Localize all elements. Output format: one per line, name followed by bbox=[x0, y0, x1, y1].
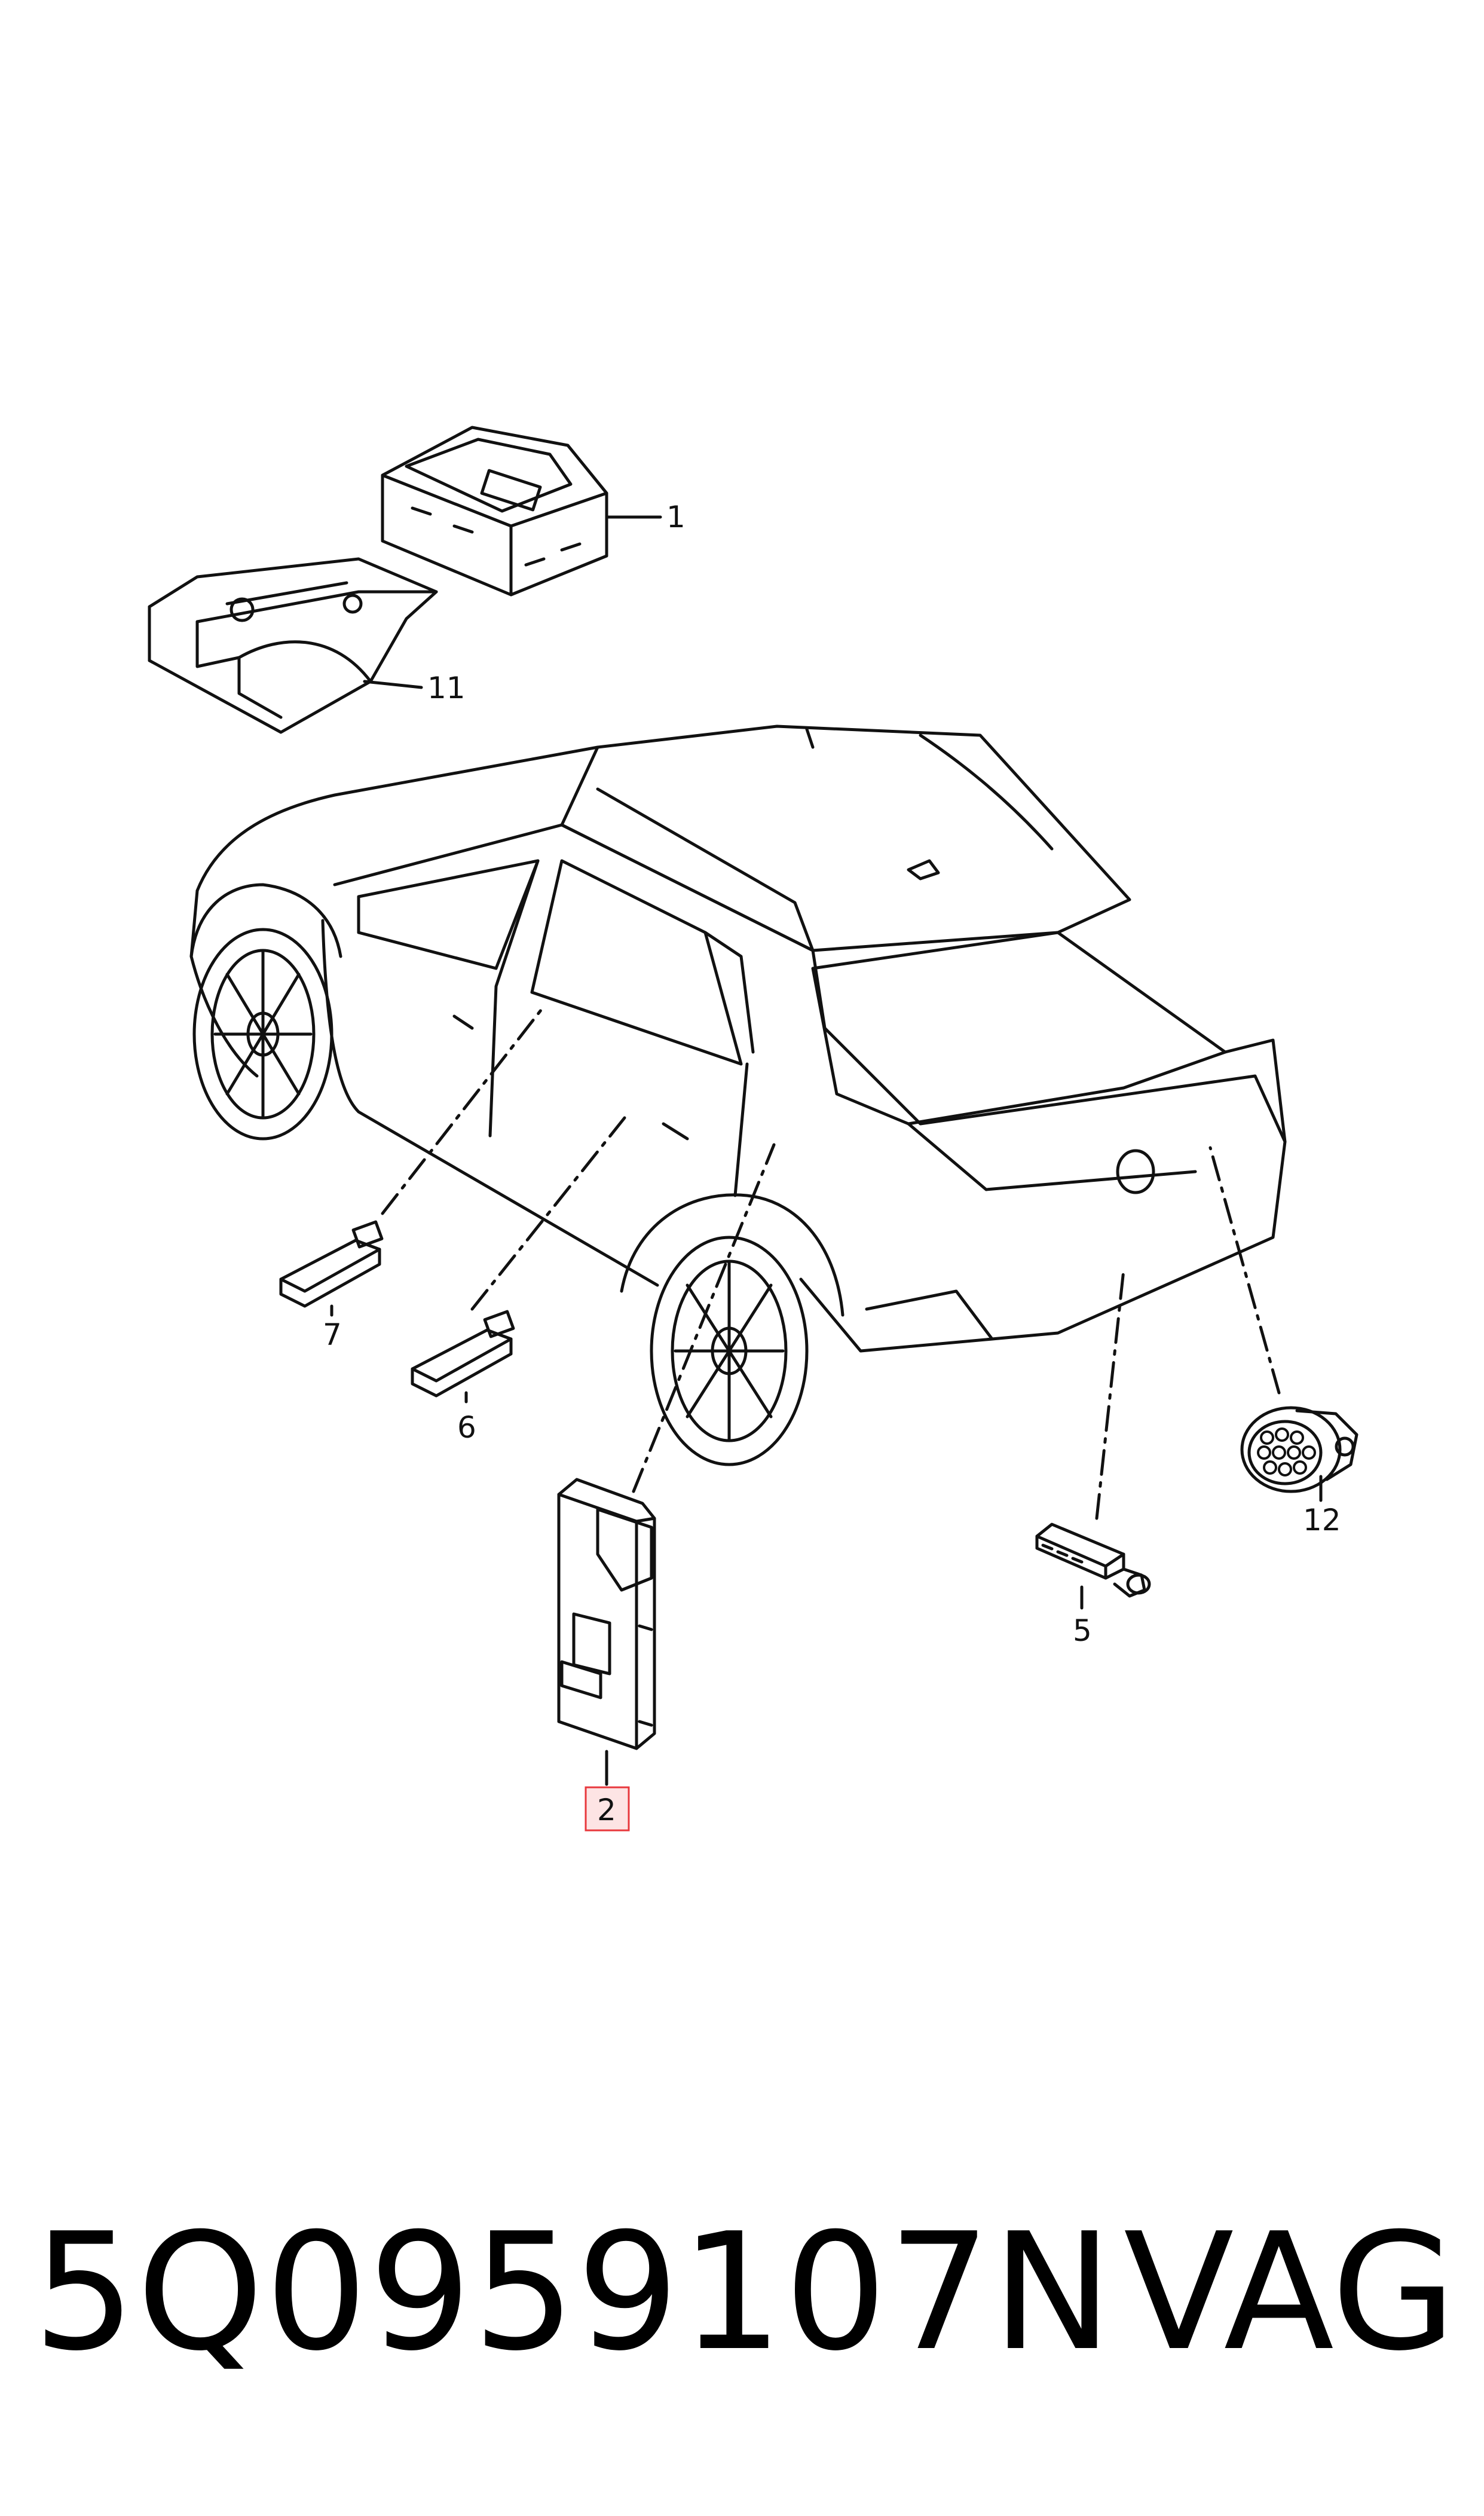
part-2-control-unit[interactable] bbox=[557, 1478, 656, 1750]
callout-1[interactable]: 1 bbox=[666, 500, 686, 534]
part-5-antenna[interactable] bbox=[1035, 1523, 1151, 1598]
leader-5 bbox=[1095, 1268, 1125, 1520]
part-12-alarm-siren[interactable] bbox=[1240, 1406, 1358, 1493]
brand-name: VAG bbox=[1124, 2198, 1457, 2386]
leader-12 bbox=[1208, 1146, 1281, 1395]
callout-12[interactable]: 12 bbox=[1303, 1503, 1341, 1537]
part-number: 5Q0959107N bbox=[33, 2198, 1114, 2386]
leader-11 bbox=[363, 680, 423, 689]
leader-2 bbox=[632, 1143, 776, 1493]
part-11-foam-holder[interactable] bbox=[148, 557, 438, 734]
callout-2-highlight bbox=[585, 1786, 630, 1832]
callout-7[interactable]: 7 bbox=[323, 1317, 342, 1352]
callout-11[interactable]: 11 bbox=[427, 671, 466, 705]
part-7-sensor-bar[interactable] bbox=[279, 1220, 384, 1308]
callout-6[interactable]: 6 bbox=[457, 1410, 476, 1445]
callout-5[interactable]: 5 bbox=[1073, 1613, 1092, 1648]
part-6-sensor-bar[interactable] bbox=[411, 1310, 515, 1398]
leader-6 bbox=[470, 1116, 626, 1311]
part-1-control-module[interactable] bbox=[381, 426, 608, 597]
vehicle-body bbox=[189, 724, 1287, 1466]
callout-2[interactable]: 2 bbox=[597, 1793, 616, 1827]
leader-7 bbox=[381, 1008, 543, 1215]
